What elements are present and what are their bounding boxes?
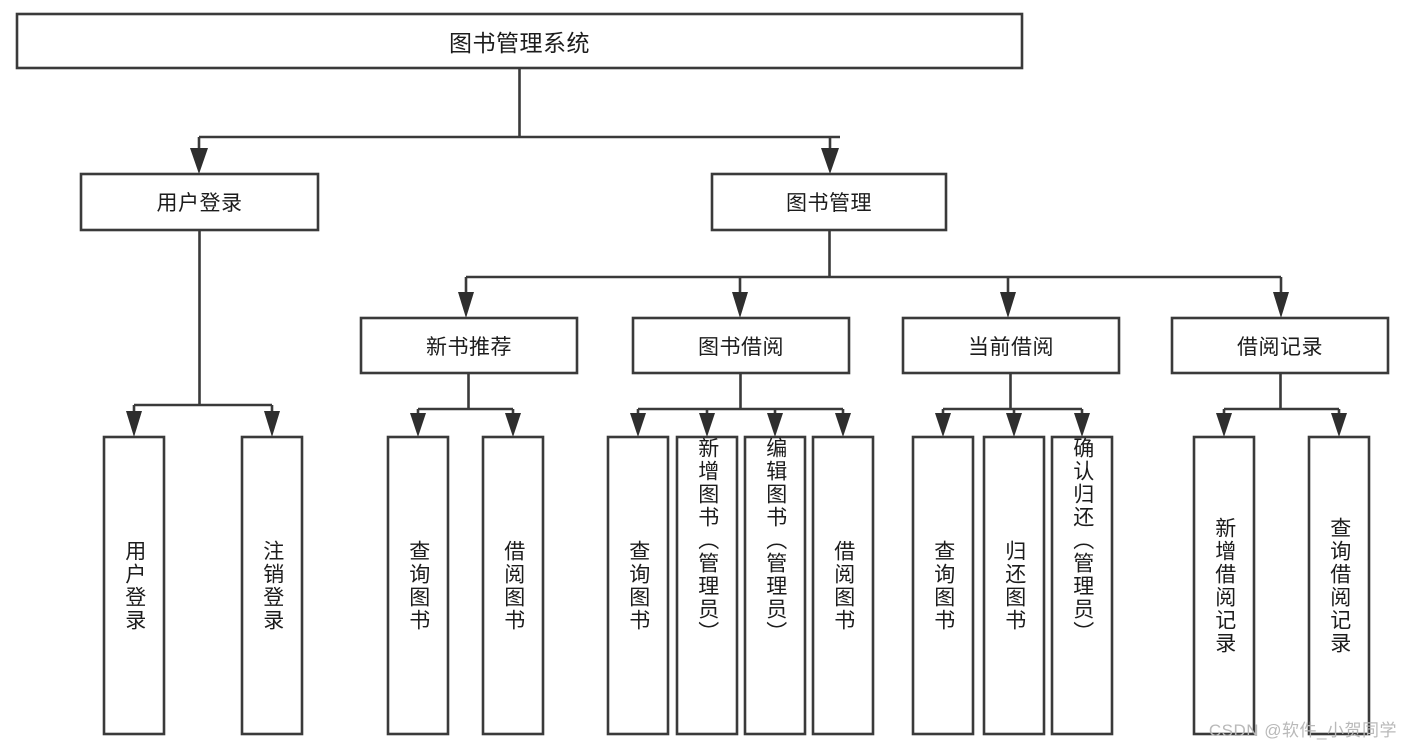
node-box-borrow-record[interactable] bbox=[1170, 316, 1390, 375]
node-box-user-login[interactable] bbox=[79, 172, 320, 232]
arrow-leaf-confirm-return bbox=[1074, 413, 1090, 437]
arrow-leaf-borrow-book-1 bbox=[505, 413, 521, 437]
node-box-leaf-confirm-return[interactable] bbox=[1050, 435, 1114, 736]
connector-borrow-record-to-leaves bbox=[1216, 373, 1347, 437]
arrow-leaf-user-logout bbox=[264, 411, 280, 437]
arrow-leaf-query-book-1 bbox=[410, 413, 426, 437]
node-box-leaf-query-record[interactable] bbox=[1307, 435, 1371, 736]
arrow-book-manage bbox=[821, 148, 839, 174]
connector-book-manage-to-level3 bbox=[458, 230, 1289, 318]
arrow-book-borrow bbox=[732, 292, 748, 318]
node-box-book-borrow[interactable] bbox=[631, 316, 851, 375]
connector-new-book-rec-to-leaves bbox=[410, 373, 521, 437]
node-box-leaf-query-book-3[interactable] bbox=[911, 435, 975, 736]
connector-current-borrow-to-leaves bbox=[935, 373, 1090, 437]
connector-root-to-level2 bbox=[190, 68, 840, 174]
arrow-leaf-add-record bbox=[1216, 413, 1232, 437]
node-box-leaf-borrow-book-1[interactable] bbox=[481, 435, 545, 736]
arrow-user-login bbox=[190, 148, 208, 174]
arrow-leaf-add-book bbox=[699, 413, 715, 437]
node-box-leaf-borrow-book-2[interactable] bbox=[811, 435, 875, 736]
arrow-leaf-return-book bbox=[1006, 413, 1022, 437]
arrow-leaf-user-login bbox=[126, 411, 142, 437]
node-box-leaf-add-book[interactable] bbox=[675, 435, 739, 736]
connector-book-borrow-to-leaves bbox=[630, 373, 851, 437]
node-box-leaf-edit-book[interactable] bbox=[743, 435, 807, 736]
node-box-leaf-query-book-1[interactable] bbox=[386, 435, 450, 736]
arrow-leaf-borrow-book-2 bbox=[835, 413, 851, 437]
node-box-leaf-user-login[interactable] bbox=[102, 435, 166, 736]
arrow-borrow-record bbox=[1273, 292, 1289, 318]
arrow-leaf-query-record bbox=[1331, 413, 1347, 437]
arrow-leaf-query-book-2 bbox=[630, 413, 646, 437]
node-box-current-borrow[interactable] bbox=[901, 316, 1121, 375]
node-box-book-manage[interactable] bbox=[710, 172, 948, 232]
arrow-current-borrow bbox=[1000, 292, 1016, 318]
node-box-new-book-rec[interactable] bbox=[359, 316, 579, 375]
node-box-leaf-return-book[interactable] bbox=[982, 435, 1046, 736]
node-box-leaf-query-book-2[interactable] bbox=[606, 435, 670, 736]
connector-user-login-to-leaves bbox=[126, 230, 280, 437]
node-box-leaf-user-logout[interactable] bbox=[240, 435, 304, 736]
arrow-leaf-edit-book bbox=[767, 413, 783, 437]
node-box-root[interactable] bbox=[15, 12, 1024, 70]
arrow-new-book-rec bbox=[458, 292, 474, 318]
arrow-leaf-query-book-3 bbox=[935, 413, 951, 437]
node-box-leaf-add-record[interactable] bbox=[1192, 435, 1256, 736]
